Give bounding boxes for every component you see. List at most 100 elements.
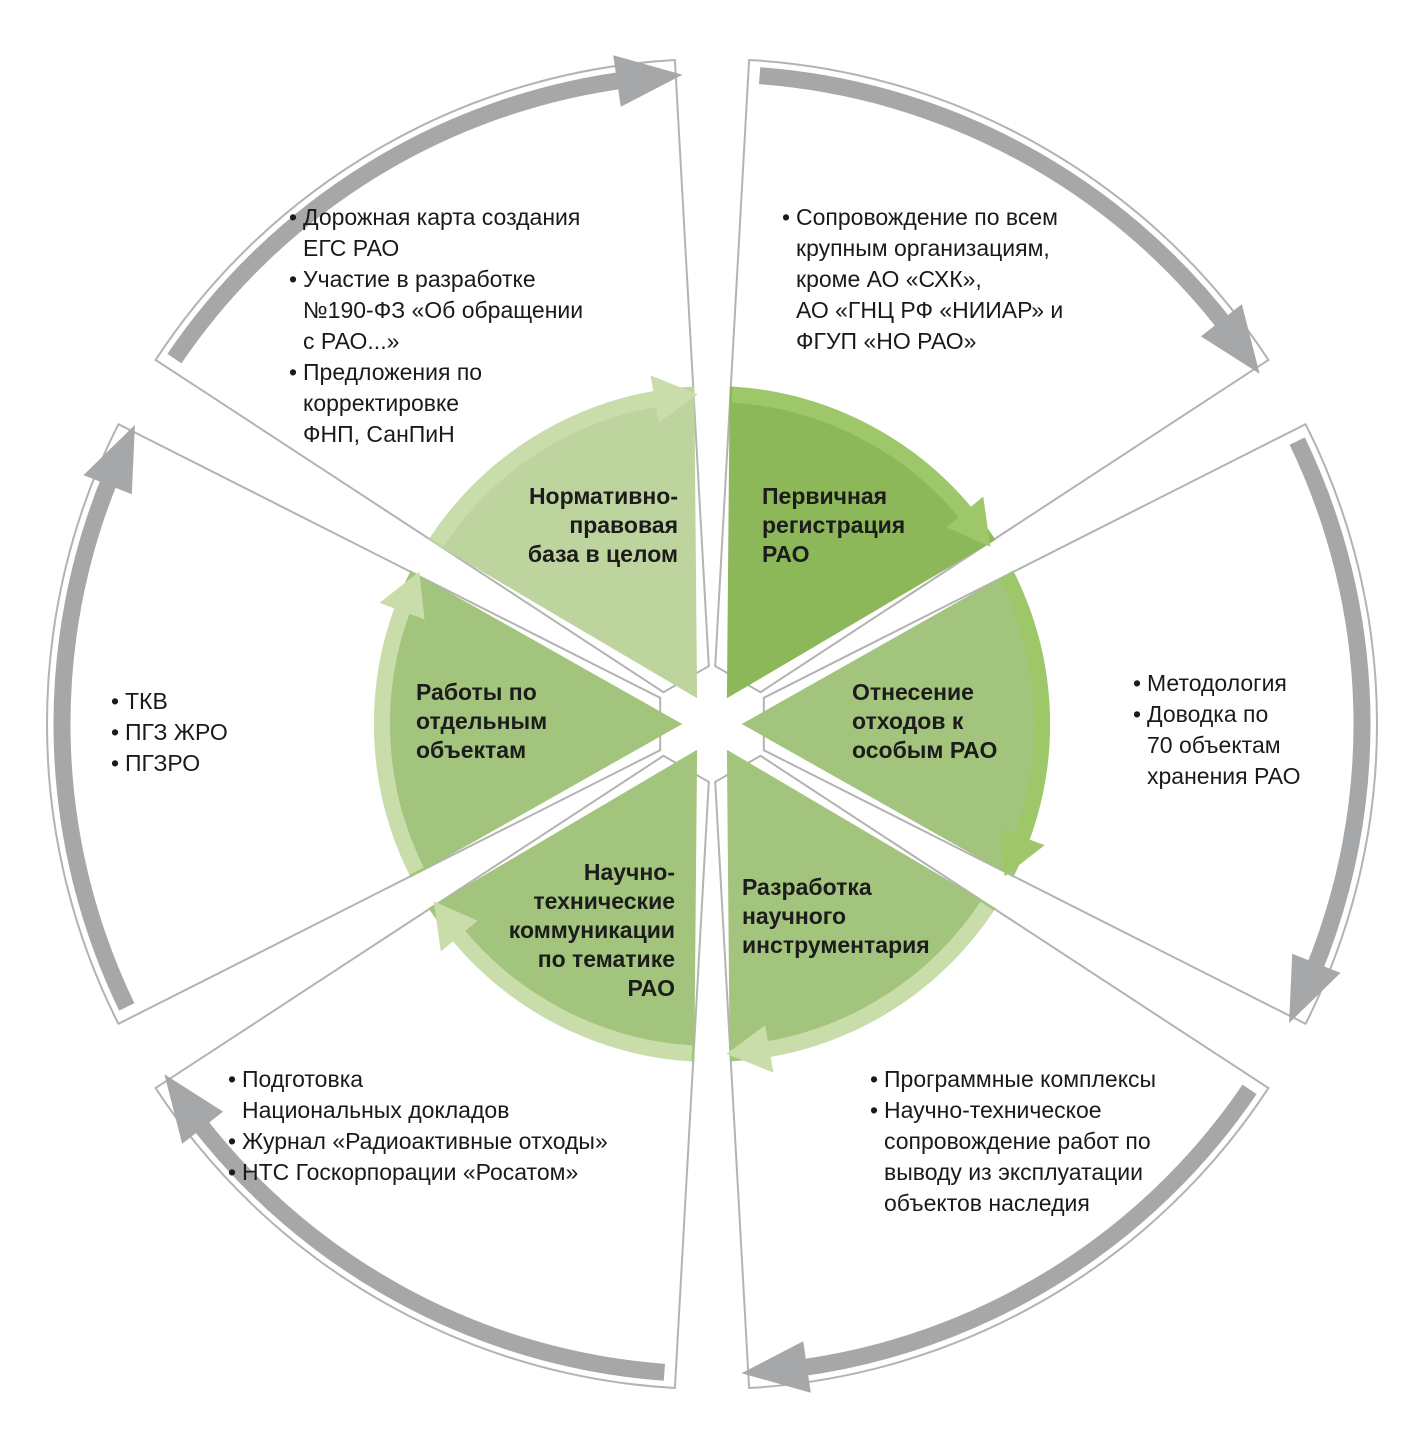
bullet-line: кроме АО «СХК»,	[796, 266, 982, 292]
segment-label-special-rao: Отнесение отходов к особым РАО	[852, 678, 1052, 765]
bullet-line: Предложения по	[303, 359, 483, 385]
bullet-line: Национальных докладов	[242, 1097, 510, 1123]
bullet-line: выводу из эксплуатации	[884, 1159, 1143, 1185]
outer-arrowhead-special-rao	[1289, 953, 1341, 1024]
bullet-line: Журнал «Радиоактивные отходы»	[242, 1128, 608, 1154]
label-line: объектам	[416, 737, 527, 763]
bullet-line: хранения РАО	[1147, 763, 1301, 789]
bullet-item: ПГЗ ЖРО	[111, 717, 228, 748]
bullet-line: 70 объектам	[1147, 732, 1281, 758]
inner-arrowhead-special-rao	[999, 828, 1045, 877]
label-line: по тематике	[537, 946, 675, 972]
bullet-item: Журнал «Радиоактивные отходы»	[228, 1126, 608, 1157]
segment-label-primary-registration: Первичная регистрация РАО	[762, 482, 962, 569]
bullet-line: Дорожная карта создания	[303, 204, 581, 230]
outer-arrow-normative-base	[167, 70, 630, 364]
segment-label-normative-base: Нормативно- правовая база в целом	[478, 482, 678, 569]
bullets-normative-base: Дорожная карта создания ЕГС РАО Участие …	[289, 202, 583, 450]
bullets-primary-registration: Сопровождение по всем крупным организаци…	[782, 202, 1063, 357]
label-line: Научно-	[583, 859, 675, 885]
bullet-line: с РАО...»	[303, 328, 400, 354]
bullet-line: Подготовка	[242, 1066, 364, 1092]
bullet-line: объектов наследия	[884, 1190, 1090, 1216]
inner-arrow-scientific-tools	[762, 901, 994, 1058]
bullet-line: Методология	[1147, 670, 1287, 696]
outer-arrow-primary-registration	[758, 67, 1236, 335]
bullet-item: Доводка по 70 объектам хранения РАО	[1133, 699, 1301, 792]
label-line: коммуникации	[508, 917, 675, 943]
bullet-line: ПГЗ ЖРО	[125, 719, 228, 745]
label-line: Работы по	[416, 679, 537, 705]
bullet-line: АО «ГНЦ РФ «НИИАР» и	[796, 297, 1064, 323]
label-line: регистрация	[762, 512, 906, 538]
label-line: технические	[533, 888, 675, 914]
inner-arrowhead-scientific-tools	[726, 1025, 774, 1073]
label-line: инструментария	[742, 932, 930, 958]
bullets-individual-objects: ТКВ ПГЗ ЖРО ПГЗРО	[111, 686, 228, 779]
bullets-scientific-communications: Подготовка Национальных докладов Журнал …	[228, 1064, 608, 1188]
bullet-line: крупным организациям,	[796, 235, 1050, 261]
bullets-scientific-tools: Программные комплексы Научно-техническое…	[870, 1064, 1156, 1219]
outer-arrow-individual-objects	[53, 470, 135, 1011]
segment-label-scientific-tools: Разработка научного инструментария	[742, 873, 972, 960]
inner-arrowhead-primary-registration	[946, 496, 991, 547]
label-line: отходов к	[852, 708, 964, 734]
bullet-line: Сопровождение по всем	[796, 204, 1058, 230]
bullet-line: Участие в разработке	[303, 266, 536, 292]
label-line: РАО	[627, 975, 675, 1001]
segment-label-individual-objects: Работы по отдельным объектам	[416, 678, 616, 765]
bullet-item: Программные комплексы	[870, 1064, 1156, 1095]
inner-wedge-special-rao	[741, 570, 1051, 878]
inner-arrow-primary-registration	[731, 386, 975, 522]
segment-label-scientific-communications: Научно- технические коммуникации по тема…	[455, 858, 675, 1003]
bullet-item: Научно-техническое сопровождение работ п…	[870, 1095, 1156, 1219]
label-line: Первичная	[762, 483, 888, 509]
label-line: особым РАО	[852, 737, 998, 763]
bullet-line: корректировке	[303, 390, 460, 416]
outer-arrowhead-scientific-tools	[741, 1341, 811, 1393]
bullets-special-rao: Методология Доводка по 70 объектам хране…	[1133, 668, 1301, 792]
bullet-line: НТС Госкорпорации «Росатом»	[242, 1159, 579, 1185]
inner-arrowhead-normative-base	[650, 375, 698, 423]
label-line: база в целом	[527, 541, 678, 567]
label-line: правовая	[569, 512, 678, 538]
inner-arrowhead-individual-objects	[379, 571, 425, 620]
bullet-item: Подготовка Национальных докладов	[228, 1064, 608, 1126]
inner-arrow-individual-objects	[374, 602, 424, 875]
label-line: Нормативно-	[528, 483, 678, 509]
bullet-item: НТС Госкорпорации «Росатом»	[228, 1157, 608, 1188]
bullet-item: Методология	[1133, 668, 1301, 699]
label-line: РАО	[762, 541, 810, 567]
outer-arrowhead-normative-base	[613, 55, 683, 107]
bullet-line: Доводка по	[1147, 701, 1269, 727]
bullet-line: сопровождение работ по	[884, 1128, 1151, 1154]
bullet-line: №190-ФЗ «Об обращении	[303, 297, 584, 323]
label-line: научного	[742, 903, 847, 929]
inner-wedge-individual-objects	[373, 570, 683, 878]
outer-arrowhead-individual-objects	[83, 424, 135, 495]
bullet-line: ЕГС РАО	[303, 235, 400, 261]
bullet-item: Участие в разработке №190-ФЗ «Об обращен…	[289, 264, 583, 357]
bullet-line: ТКВ	[125, 688, 168, 714]
bullet-item: Предложения по корректировке ФНП, СанПиН	[289, 357, 583, 450]
bullet-line: ФГУП «НО РАО»	[796, 328, 977, 354]
bullet-line: ФНП, СанПиН	[303, 421, 455, 447]
inner-wheel	[373, 375, 1051, 1073]
bullet-line: Программные комплексы	[884, 1066, 1157, 1092]
inner-arrow-special-rao	[1000, 573, 1050, 846]
bullet-line: ПГЗРО	[125, 750, 201, 776]
bullet-item: ПГЗРО	[111, 748, 228, 779]
bullet-line: Научно-техническое	[884, 1097, 1102, 1123]
bullet-item: Дорожная карта создания ЕГС РАО	[289, 202, 583, 264]
outer-arrowhead-primary-registration	[1201, 304, 1260, 374]
inner-arrowhead-scientific-communications	[433, 901, 478, 952]
inner-arrow-scientific-communications	[449, 926, 693, 1062]
label-line: Разработка	[742, 874, 872, 900]
label-line: отдельным	[416, 708, 548, 734]
label-line: Отнесение	[852, 679, 974, 705]
outer-arrowhead-scientific-communications	[164, 1074, 223, 1144]
outer-arrow-special-rao	[1289, 437, 1371, 978]
bullet-item: ТКВ	[111, 686, 228, 717]
bullet-item: Сопровождение по всем крупным организаци…	[782, 202, 1063, 357]
outer-arrow-scientific-tools	[794, 1084, 1257, 1378]
